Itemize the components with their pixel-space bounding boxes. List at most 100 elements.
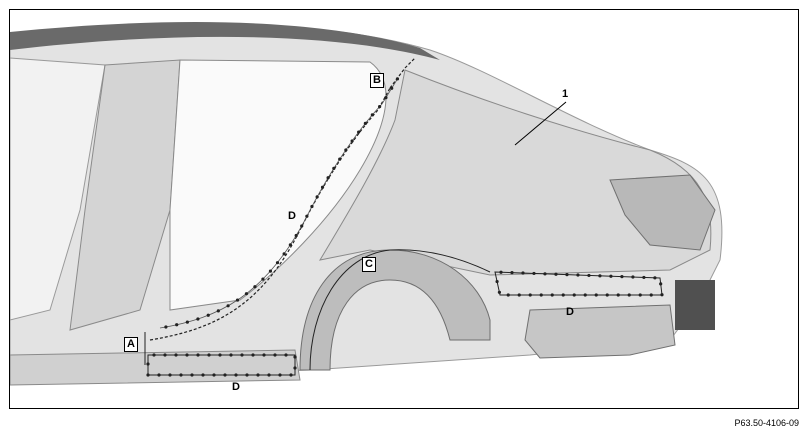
weld-spot (253, 285, 257, 289)
roof-edge (10, 22, 440, 60)
weld-spot (594, 293, 598, 297)
weld-spot (240, 353, 244, 357)
callout-b: B (370, 73, 384, 88)
weld-spot (218, 353, 222, 357)
weld-spot (390, 86, 394, 90)
weld-spot (206, 313, 210, 317)
rear-wheel-arch (299, 249, 491, 371)
weld-spot (565, 273, 569, 277)
weld-spot (262, 353, 266, 357)
seam-b (389, 57, 416, 89)
weld-spot (532, 271, 536, 276)
weld-spot (289, 373, 293, 377)
callout-d-right: D (566, 306, 574, 318)
callout-c: C (362, 257, 376, 272)
seam-d-pillar (149, 87, 391, 341)
weld-spot (152, 353, 156, 357)
weld-spot (510, 271, 514, 275)
weld-spot (631, 275, 635, 279)
callout-d-bottom: D (232, 381, 240, 393)
weld-spot (234, 373, 238, 377)
weld-spot (506, 293, 510, 297)
weld-spot (174, 353, 178, 357)
weld-spot (244, 292, 249, 296)
weld-spot (627, 293, 631, 297)
weld-spot (226, 304, 230, 308)
weld-spot (251, 353, 255, 357)
weld-spot (561, 293, 565, 297)
weld-spot (293, 355, 297, 359)
leader-line-1 (514, 101, 567, 146)
weld-spot (363, 121, 367, 125)
front-door-opening (10, 57, 106, 321)
weld-spot (261, 277, 265, 281)
weld-spot (539, 293, 543, 297)
weld-spot (649, 293, 653, 297)
weld-spot (284, 353, 288, 357)
weld-spot (338, 157, 342, 161)
tail-lamp-recess (609, 174, 716, 251)
weld-spot (554, 272, 558, 276)
weld-spot (305, 214, 309, 218)
weld-spot (583, 293, 587, 297)
weld-spot (638, 293, 642, 297)
weld-spot (332, 166, 336, 170)
weld-spot (185, 353, 189, 357)
weld-spot (605, 293, 609, 297)
weld-spot (212, 373, 216, 377)
weld-spot (157, 373, 161, 377)
callout-part-1: 1 (562, 88, 569, 100)
weld-spot (370, 113, 374, 117)
weld-spot (146, 373, 150, 377)
weld-spot (616, 293, 620, 297)
weld-spot (196, 353, 200, 357)
weld-spot (235, 298, 240, 302)
weld-spot (576, 273, 580, 277)
weld-spot (310, 204, 314, 209)
weld-spot (288, 243, 292, 247)
rear-door-opening (169, 59, 387, 311)
weld-spot (300, 224, 304, 228)
side-sill (10, 349, 301, 386)
weld-spot (146, 362, 150, 366)
weld-spot (620, 275, 624, 279)
weld-spot (350, 139, 354, 143)
figure-reference-id: P63.50-4106-09 (734, 418, 799, 428)
weld-spot (168, 373, 172, 377)
weld-spot (229, 353, 233, 357)
weld-spot (598, 274, 602, 278)
weld-spot (282, 252, 286, 256)
weld-spot (357, 130, 361, 134)
weld-spot (315, 195, 319, 199)
seam-c (309, 249, 491, 371)
weld-spot (273, 353, 277, 357)
weld-spot (587, 273, 591, 278)
weld-spot (207, 353, 211, 357)
weld-spot (256, 373, 260, 377)
diagram-frame: 1 B D C A D D (9, 9, 799, 409)
weld-spot (495, 279, 499, 284)
weld-spot (384, 96, 388, 100)
rear-mount-bracket (675, 280, 715, 330)
weld-spot (185, 320, 189, 324)
weld-spot (245, 373, 249, 377)
weld-spot (163, 353, 167, 357)
weld-spot (223, 373, 227, 377)
weld-spot-group (146, 77, 664, 377)
weld-spot (201, 373, 205, 377)
weld-spot (528, 293, 532, 297)
weld-spot (378, 104, 382, 109)
weld-spot (196, 317, 200, 321)
weld-spot (659, 282, 663, 286)
weld-spot (499, 270, 503, 274)
weld-spot (642, 275, 646, 280)
weld-spot (609, 274, 613, 278)
weld-spot (517, 293, 521, 297)
weld-spot (543, 272, 547, 276)
weld-spot (653, 276, 657, 280)
weld-spot (164, 325, 168, 329)
weld-spot (320, 185, 325, 189)
callout-a: A (124, 337, 138, 352)
weld-spot (267, 373, 271, 377)
weld-spot (275, 261, 280, 265)
